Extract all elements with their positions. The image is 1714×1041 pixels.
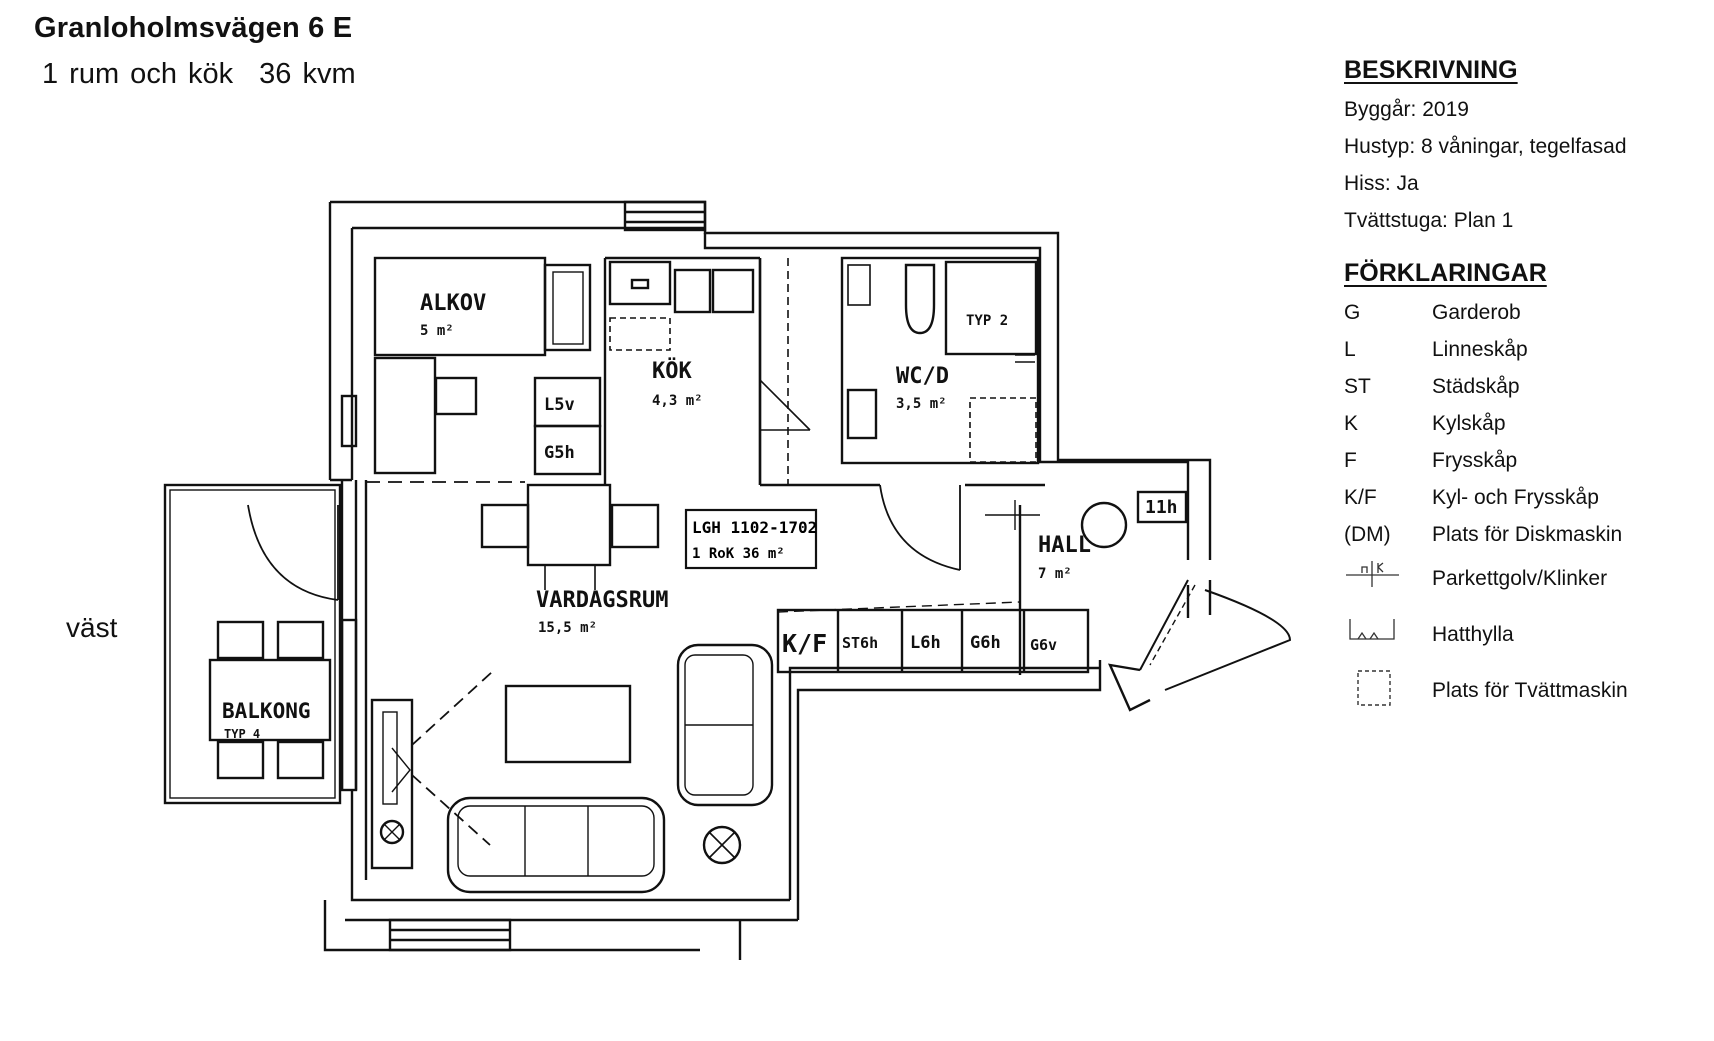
legend-code: ST (1344, 375, 1371, 398)
fixture-typ2: TYP 2 (966, 313, 1008, 329)
apartment-tag-line2: 1 RoK 36 m² (692, 546, 785, 562)
washbasin (846, 388, 878, 440)
washing-machine-place-icon (1357, 670, 1391, 706)
legend-code: L (1344, 338, 1356, 361)
legend-label: Parkettgolv/Klinker (1432, 567, 1608, 590)
hat-shelf-icon (1349, 619, 1395, 640)
room-area-alkov: 5 m² (420, 323, 454, 339)
legend-item: F Frysskåp (1344, 442, 1704, 479)
legend-item: Plats för Tvättmaskin (1344, 665, 1704, 721)
description-laundry: Tvättstuga: Plan 1 (1344, 209, 1514, 232)
fixture-l6h: L6h (910, 633, 941, 653)
legend-code: (DM) (1344, 523, 1391, 546)
room-area-wcd: 3,5 m² (896, 396, 947, 412)
legend-code: G (1344, 301, 1361, 324)
fixture-st6h: ST6h (842, 634, 878, 652)
shower (944, 260, 1038, 356)
alkov-bed (543, 263, 592, 352)
room-count: 1 rum och kök (42, 58, 234, 90)
fixture-kf: K/F (782, 629, 827, 658)
legend-label: Garderob (1432, 301, 1521, 324)
fixture-11h: 11h (1145, 497, 1178, 518)
legend-label: Plats för Diskmaskin (1432, 523, 1623, 546)
legend-item: L Linneskåp (1344, 331, 1704, 368)
room-label-hall: HALL (1038, 533, 1091, 558)
legend-label: Frysskåp (1432, 449, 1518, 472)
legend-item: ST Städskåp (1344, 368, 1704, 405)
compass-direction: väst (66, 612, 118, 643)
legend-item: Hatthylla (1344, 609, 1704, 665)
floor-plan: ALKOV 5 m² KÖK 4,3 m² WC/D 3,5 m² HALL 7… (163, 200, 1292, 960)
inner-wall (352, 226, 1190, 900)
window-top (623, 200, 707, 232)
legend-label: Hatthylla (1432, 623, 1514, 646)
sink (673, 268, 712, 314)
legend-item: G Garderob (1344, 294, 1704, 331)
fixture-l5v: L5v (544, 395, 575, 415)
fixture-g6v: G6v (1030, 636, 1057, 654)
room-area-balkong: TYP 4 (224, 727, 260, 741)
coffee-table (504, 684, 632, 764)
balcony-outline (163, 483, 342, 805)
legend-item: K/F Kyl- och Frysskåp (1344, 479, 1704, 516)
parquet-tile-boundary-icon (1346, 561, 1399, 587)
west-wall (340, 480, 790, 902)
fixture-g5h: G5h (544, 443, 575, 463)
parquet-marker (985, 500, 1040, 530)
balcony-table (208, 658, 332, 742)
balcony-door (247, 504, 339, 601)
info-panel: BESKRIVNING Byggår: 2019 Hustyp: 8 vånin… (1344, 56, 1704, 721)
room-area-hall: 7 m² (1038, 566, 1072, 582)
window-bottom (388, 918, 512, 952)
legend-item: (DM) Plats för Diskmaskin (1344, 516, 1704, 553)
apartment-tag: LGH 1102-1702 1 RoK 36 m² (684, 508, 817, 570)
description-elevator: Hiss: Ja (1344, 172, 1419, 195)
armchair (676, 643, 774, 807)
description-house-type: Hustyp: 8 våningar, tegelfasad (1344, 135, 1627, 158)
legend-item: K Kylskåp (1344, 405, 1704, 442)
room-label-balkong: BALKONG (222, 699, 311, 723)
legend-label: Linneskåp (1432, 338, 1528, 361)
apartment-summary: 1 rum och kök 36 kvm (42, 58, 356, 91)
hall-lamp (1080, 501, 1128, 549)
legend-label: Kyl- och Frysskåp (1432, 486, 1599, 509)
description-build-year: Byggår: 2019 (1344, 98, 1469, 121)
legend-code: F (1344, 449, 1357, 472)
toilet (904, 263, 936, 335)
ceiling-lamp-left (379, 819, 405, 845)
legend-heading: FÖRKLARINGAR (1344, 259, 1547, 287)
apartment-area: 36 kvm (259, 58, 356, 90)
apartment-tag-line1: LGH 1102-1702 (692, 518, 817, 537)
legend-label: Städskåp (1432, 375, 1520, 398)
tv-bench (370, 698, 414, 870)
room-label-alkov: ALKOV (420, 291, 486, 316)
storage-row (776, 608, 1090, 674)
room-area-kok: 4,3 m² (652, 393, 703, 409)
fixture-g6h: G6h (970, 633, 1001, 653)
wardrobe-g5h (533, 424, 602, 476)
legend-code: K/F (1344, 486, 1377, 509)
address-title: Granloholmsvägen 6 E (34, 12, 353, 44)
legend-label: Plats för Tvättmaskin (1432, 679, 1628, 702)
room-label-kok: KÖK (652, 358, 692, 384)
entrance-door (1139, 579, 1292, 691)
room-area-vardagsrum: 15,5 m² (538, 620, 597, 636)
bathroom (840, 256, 1040, 465)
legend-code: K (1344, 412, 1359, 435)
room-label-vardagsrum: VARDAGSRUM (536, 588, 668, 613)
sofa (446, 796, 666, 894)
room-label-wcd: WC/D (896, 364, 949, 389)
stove (608, 260, 672, 306)
window-left (340, 618, 358, 792)
ceiling-lamp-right (702, 825, 742, 865)
bathroom-door (879, 484, 961, 571)
legend-label: Kylskåp (1432, 412, 1506, 435)
legend-item: Parkettgolv/Klinker (1344, 553, 1704, 609)
dining-table (526, 483, 612, 567)
hat-shelf-11h (1136, 490, 1188, 524)
description-heading: BESKRIVNING (1344, 56, 1518, 84)
